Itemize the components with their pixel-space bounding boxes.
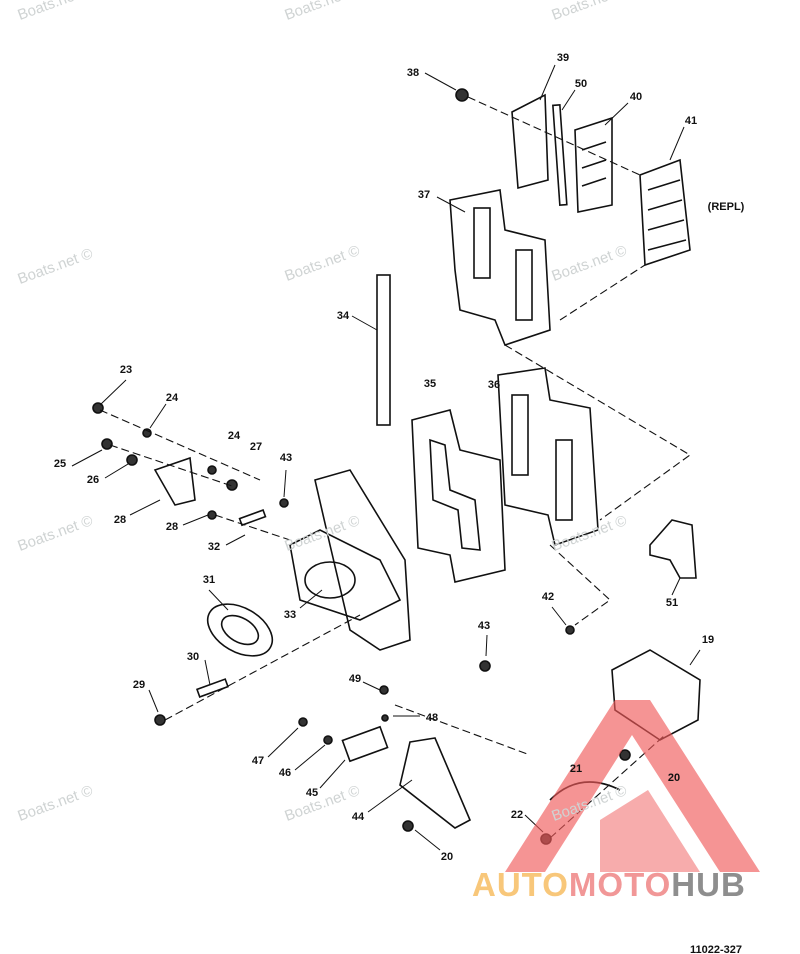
callout-32: 32 — [207, 541, 221, 553]
callout-30: 30 — [186, 651, 200, 663]
callout-28: 28 — [113, 514, 127, 526]
callout-21: 21 — [569, 763, 583, 775]
callout-43: 43 — [279, 452, 293, 464]
callout-repl: (REPL) — [707, 201, 745, 213]
reed-block-39 — [511, 93, 549, 190]
callout-19: 19 — [701, 634, 715, 646]
callout-33: 33 — [283, 609, 297, 621]
callout-37: 37 — [417, 189, 431, 201]
brand-auto: AUTO — [472, 866, 569, 903]
gasket-35 — [411, 409, 506, 583]
callout-20: 20 — [667, 772, 681, 784]
drawing-code: 11022-327 — [690, 944, 742, 954]
callout-46: 46 — [278, 767, 292, 779]
callout-36: 36 — [487, 379, 501, 391]
reed-petals-40 — [574, 116, 613, 213]
callout-41: 41 — [684, 115, 698, 127]
callout-31: 31 — [202, 574, 216, 586]
assembly-lines — [99, 96, 692, 839]
reed-stop-50 — [552, 104, 568, 206]
gasket-31 — [206, 603, 274, 657]
tube-34 — [376, 274, 391, 426]
callout-25: 25 — [53, 458, 67, 470]
callout-29: 29 — [132, 679, 146, 691]
callout-39: 39 — [556, 52, 570, 64]
reed-cage-41 — [639, 158, 691, 267]
stud-30 — [195, 678, 229, 698]
callout-35: 35 — [423, 378, 437, 390]
gasket-37 — [449, 189, 551, 346]
callout-49: 49 — [348, 673, 362, 685]
callout-26: 26 — [86, 474, 100, 486]
callout-24: 24 — [227, 430, 241, 442]
callout-47: 47 — [251, 755, 265, 767]
gasket-36 — [497, 367, 599, 547]
callout-27: 27 — [249, 441, 263, 453]
intake-manifold-33 — [289, 469, 411, 651]
callout-20: 20 — [440, 851, 454, 863]
bracket-28 — [153, 456, 196, 506]
callout-51: 51 — [665, 597, 679, 609]
callout-22: 22 — [510, 809, 524, 821]
brand-hub: HUB — [671, 866, 746, 903]
callout-23: 23 — [119, 364, 133, 376]
brand-logo-triangle — [505, 700, 760, 872]
bracket-44 — [399, 737, 472, 829]
callout-24: 24 — [165, 392, 179, 404]
callout-42: 42 — [541, 591, 555, 603]
callout-40: 40 — [629, 91, 643, 103]
callout-44: 44 — [351, 811, 365, 823]
callout-38: 38 — [406, 67, 420, 79]
callout-50: 50 — [574, 78, 588, 90]
brand-logo-text: AUTOMOTOHUB — [472, 866, 746, 904]
fasteners — [92, 88, 631, 845]
callout-28: 28 — [165, 521, 179, 533]
stud-32 — [238, 509, 267, 527]
block-45 — [341, 725, 389, 763]
callout-34: 34 — [336, 310, 350, 322]
callout-48: 48 — [425, 712, 439, 724]
brand-moto: MOTO — [568, 866, 672, 903]
label-leaders — [71, 64, 701, 851]
callout-43: 43 — [477, 620, 491, 632]
bracket-51 — [649, 519, 697, 579]
callout-45: 45 — [305, 787, 319, 799]
